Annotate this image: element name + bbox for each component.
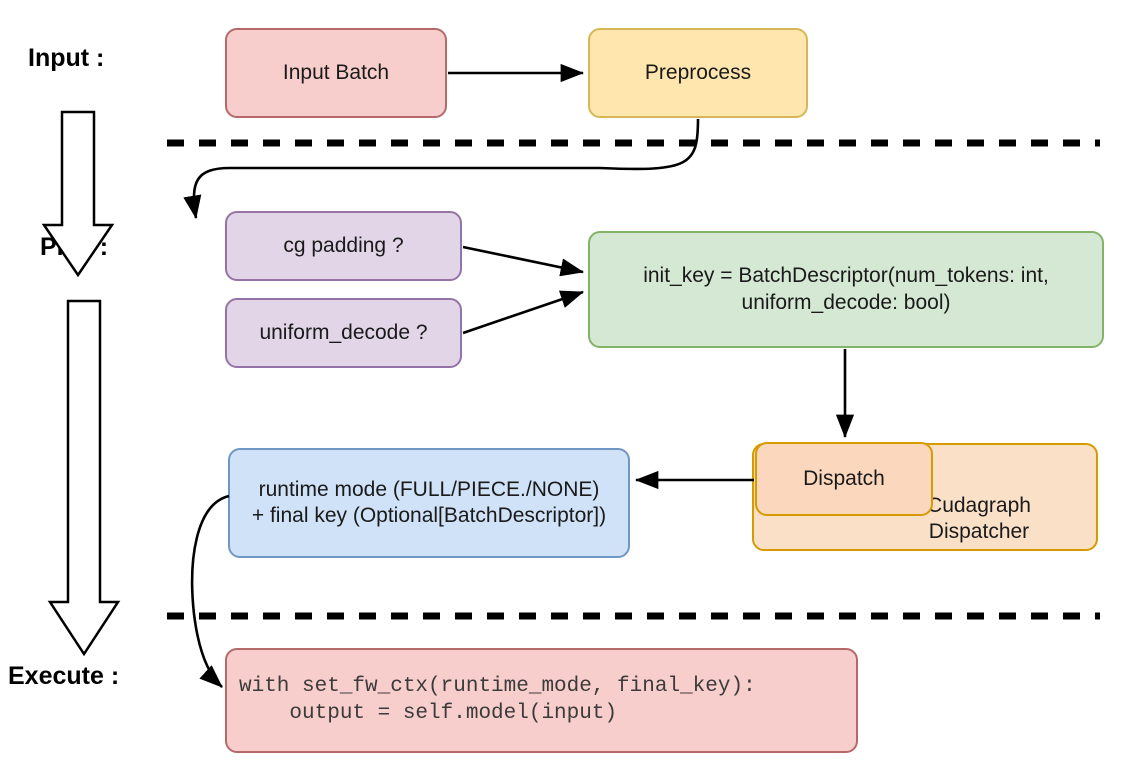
node-cg-padding-label: cg padding ?: [283, 233, 404, 257]
edge-preprocess-to-cg-padding: [183, 118, 700, 220]
node-uniform-decode[interactable]: uniform_decode ?: [225, 298, 462, 368]
edge-uniform-decode-to-init-key: [462, 290, 584, 335]
stage-label-input: Input :: [28, 44, 105, 72]
node-execute-code-line2: output = self.model(input): [239, 701, 618, 725]
node-cudagraph-dispatcher-line2: Dispatcher: [928, 519, 1030, 543]
edge-runtime-mode-to-execute-code: [190, 494, 230, 688]
node-execute-code-line1: with set_fw_ctx(runtime_mode, final_key)…: [239, 675, 756, 699]
node-dispatch-label: Dispatch: [803, 466, 885, 490]
node-preprocess-label: Preprocess: [644, 60, 752, 84]
node-input-batch-label: Input Batch: [282, 60, 390, 84]
node-init-key-line1: init_key = BatchDescriptor(num_tokens: i…: [643, 264, 1049, 288]
node-runtime-mode-line1: runtime mode (FULL/PIECE./NONE): [258, 477, 600, 501]
node-cudagraph-dispatcher-line1: Cudagraph: [927, 493, 1031, 517]
node-uniform-decode-label: uniform_decode ?: [259, 320, 428, 344]
node-init-key[interactable]: init_key = BatchDescriptor(num_tokens: i…: [588, 231, 1104, 348]
input-to-plan-arrow: [41, 110, 115, 278]
node-dispatch[interactable]: Dispatch: [755, 442, 933, 516]
stage-label-execute: Execute :: [8, 662, 120, 690]
node-cg-padding[interactable]: cg padding ?: [225, 211, 462, 281]
node-runtime-mode[interactable]: runtime mode (FULL/PIECE./NONE) + final …: [228, 448, 630, 558]
node-input-batch[interactable]: Input Batch: [225, 28, 447, 118]
plan-to-execute-arrow: [47, 299, 121, 657]
node-runtime-mode-line2: + final key (Optional[BatchDescriptor]): [251, 504, 607, 527]
node-init-key-line2: uniform_decode: bool): [741, 290, 951, 314]
edge-cg-padding-to-init-key: [462, 245, 585, 277]
node-preprocess[interactable]: Preprocess: [588, 28, 808, 118]
node-execute-code[interactable]: with set_fw_ctx(runtime_mode, final_key)…: [225, 648, 858, 753]
